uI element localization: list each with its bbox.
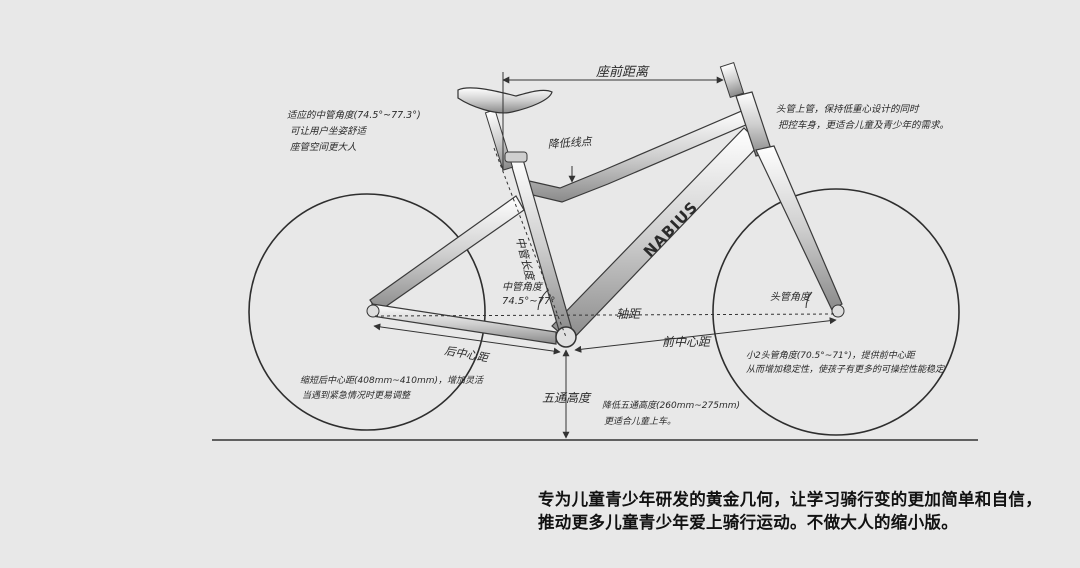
reach-label: 座前距离 (596, 64, 650, 80)
seat-angle-arc (537, 289, 549, 311)
dimension-lines (373, 72, 837, 439)
seat-angle-label-1: 中管角度 (502, 281, 544, 293)
head-angle-arc (805, 291, 813, 309)
rear-axle (366, 304, 380, 318)
seat-angle-label-2: 74.5°~77° (502, 296, 555, 307)
front-center-label: 前中心距 (662, 335, 712, 349)
saddle (457, 87, 553, 114)
seat-angle-note-2: 可让用户坐姿舒适 (290, 125, 368, 137)
bike-frame (369, 91, 843, 345)
bb-note-1: 降低五通高度(260mm~275mm) (602, 400, 740, 411)
front-wheel (712, 188, 960, 436)
annotations: 适应的中管角度(74.5°~77.3°) 可让用户坐姿舒适 座管空间更大人 座前… (287, 64, 949, 427)
steerer (719, 61, 745, 99)
bb-note-2: 更适合儿童上车。 (604, 416, 676, 427)
rear-note-2: 当遇到紧急情况时更易调整 (302, 390, 412, 401)
caption-text: 专为儿童青少年研发的黄金几何，让学习骑行变的更加简单和自信，推动更多儿童青少年爱… (538, 490, 1042, 532)
front-note-2: 从而增加稳定性，使孩子有更多的可操控性能稳定 (746, 364, 945, 375)
seat-angle-note-3: 座管空间更大人 (290, 141, 357, 153)
fork (755, 145, 843, 311)
seat-line (493, 147, 567, 338)
seat-stay (369, 195, 525, 313)
seat-angle-note-1: 适应的中管角度(74.5°~77.3°) (287, 109, 421, 121)
chain-stay (371, 303, 557, 345)
head-angle-label: 头管角度 (770, 291, 812, 303)
wheelbase-label: 轴距 (616, 307, 642, 321)
chainstay-label: 后中心距 (443, 344, 491, 365)
bottom-bracket (555, 326, 577, 348)
front-center-dim (574, 317, 837, 353)
front-note-1: 小2头管角度(70.5°~71°)，提供前中心距 (746, 350, 917, 361)
bb-label: 五通高度 (542, 391, 592, 405)
rear-wheel (248, 193, 486, 431)
top-tube-label: 降低线点 (547, 135, 594, 151)
seat-clamp (504, 151, 528, 163)
chainstay-dim (373, 323, 561, 355)
front-axle (831, 304, 845, 318)
rear-note-1: 缩短后中心距(408mm~410mm)，增加灵活 (300, 375, 484, 386)
wheelbase-dim (374, 313, 837, 317)
head-note-2: 把控车身，更适合儿童及青少年的需求。 (778, 119, 949, 131)
head-note-1: 头管上管，保持低重心设计的同时 (776, 103, 920, 115)
